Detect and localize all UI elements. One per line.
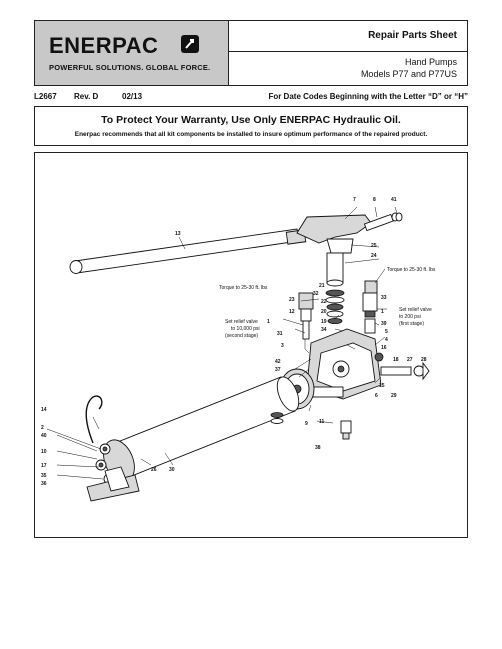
callout-10: 10	[41, 449, 47, 455]
piston	[326, 252, 344, 287]
callout-17: 17	[41, 463, 47, 469]
diagram-notes: Torque to 25-30 ft. lbs Torque to 25-30 …	[219, 267, 436, 339]
product-name: Hand Pumps	[404, 57, 457, 67]
warning-title: To Protect Your Warranty, Use Only ENERP…	[101, 114, 401, 126]
revision: Rev. D	[74, 92, 99, 101]
callout-37: 37	[275, 367, 281, 373]
model-numbers: Models P77 and P77US	[360, 69, 457, 79]
callout-15: 15	[379, 383, 385, 389]
relief-note-low-3: (first stage)	[399, 321, 424, 327]
callout-23: 23	[289, 297, 295, 303]
callout-11: 11	[319, 419, 325, 425]
callout-leaders	[46, 206, 398, 480]
callout-14: 14	[41, 407, 47, 413]
callout-28: 28	[421, 357, 427, 363]
callout-38: 38	[315, 445, 321, 451]
relief-note-high-3: (second stage)	[225, 333, 258, 339]
torque-note-left: Torque to 25-30 ft. lbs	[219, 285, 268, 291]
callout-1-left: 1	[267, 319, 270, 325]
high-pressure-relief-valve	[298, 292, 314, 354]
brand-mark-icon	[181, 35, 199, 53]
callout-19: 19	[321, 319, 327, 325]
callout-29: 29	[391, 393, 397, 399]
callout-20: 20	[321, 309, 327, 315]
warranty-warning: To Protect Your Warranty, Use Only ENERP…	[34, 106, 468, 146]
title-cell: Repair Parts Sheet	[228, 21, 467, 52]
callout-33: 33	[381, 295, 387, 301]
brand-tagline: POWERFUL SOLUTIONS. GLOBAL FORCE.	[49, 63, 211, 72]
callout-27: 27	[407, 357, 413, 363]
callout-24: 24	[371, 253, 377, 259]
support-foot	[86, 466, 140, 502]
date-codes-note: For Date Codes Beginning with the Letter…	[268, 92, 468, 101]
brand-name: ENERPAC	[49, 33, 159, 58]
revision-date: 02/13	[122, 92, 143, 101]
callout-26: 26	[151, 467, 157, 473]
callout-31: 31	[277, 331, 283, 337]
callout-12: 12	[289, 309, 295, 315]
brand-logo: ENERPAC POWERFUL SOLUTIONS. GLOBAL FORCE…	[35, 21, 229, 85]
callout-39: 39	[381, 321, 387, 327]
callout-3: 3	[281, 343, 284, 349]
callout-8: 8	[373, 197, 376, 203]
callout-7: 7	[353, 197, 356, 203]
callout-40: 40	[41, 433, 47, 439]
pump-body	[306, 328, 382, 400]
header: ENERPAC POWERFUL SOLUTIONS. GLOBAL FORCE…	[34, 20, 468, 86]
sheet-title: Repair Parts Sheet	[368, 30, 457, 41]
callout-41: 41	[391, 197, 397, 203]
callout-34: 34	[321, 327, 327, 333]
lift-hook	[85, 395, 103, 444]
release-valve	[374, 352, 430, 381]
exploded-view-drawing: 7 8 41 13 25 24 21 23 32 22 12 20 33 1 1…	[41, 197, 436, 502]
exploded-parts-diagram: 7 8 41 13 25 24 21 23 32 22 12 20 33 1 1…	[34, 152, 468, 538]
handle-pin	[363, 212, 403, 232]
document-info: L2667 Rev. D 02/13 For Date Codes Beginn…	[34, 92, 468, 104]
callout-18: 18	[393, 357, 399, 363]
handle-socket	[296, 214, 372, 254]
callout-21: 21	[319, 283, 325, 289]
callout-16: 16	[381, 345, 387, 351]
callout-36: 36	[41, 481, 47, 487]
callout-30: 30	[169, 467, 175, 473]
relief-note-high-2: to 10,000 psi	[231, 326, 260, 332]
callout-1-right: 1	[381, 309, 384, 315]
callout-25: 25	[371, 243, 377, 249]
callout-2: 2	[41, 425, 44, 431]
document-number: L2667	[34, 92, 57, 101]
reservoir-tube	[110, 376, 300, 478]
packing-stack	[325, 289, 345, 324]
callout-4: 4	[385, 337, 388, 343]
outlet-fitting	[270, 412, 352, 440]
relief-note-low-2: to 200 psi	[399, 314, 421, 320]
callout-42: 42	[275, 359, 281, 365]
warning-text: Enerpac recommends that all kit componen…	[74, 131, 428, 138]
pump-handle	[69, 228, 307, 274]
callout-9: 9	[305, 421, 308, 427]
callout-6: 6	[375, 393, 378, 399]
callout-5: 5	[385, 329, 388, 335]
callout-35: 35	[41, 473, 47, 479]
callout-22: 22	[321, 299, 327, 305]
callout-32: 32	[313, 291, 319, 297]
relief-note-low-1: Set relief valve	[399, 307, 432, 313]
torque-note-right: Torque to 25-30 ft. lbs	[387, 267, 436, 273]
callout-13: 13	[175, 231, 181, 237]
callout-numbers: 7 8 41 13 25 24 21 23 32 22 12 20 33 1 1…	[41, 197, 427, 487]
relief-note-high-1: Set relief valve	[225, 319, 258, 325]
low-pressure-relief-valve	[362, 280, 378, 334]
